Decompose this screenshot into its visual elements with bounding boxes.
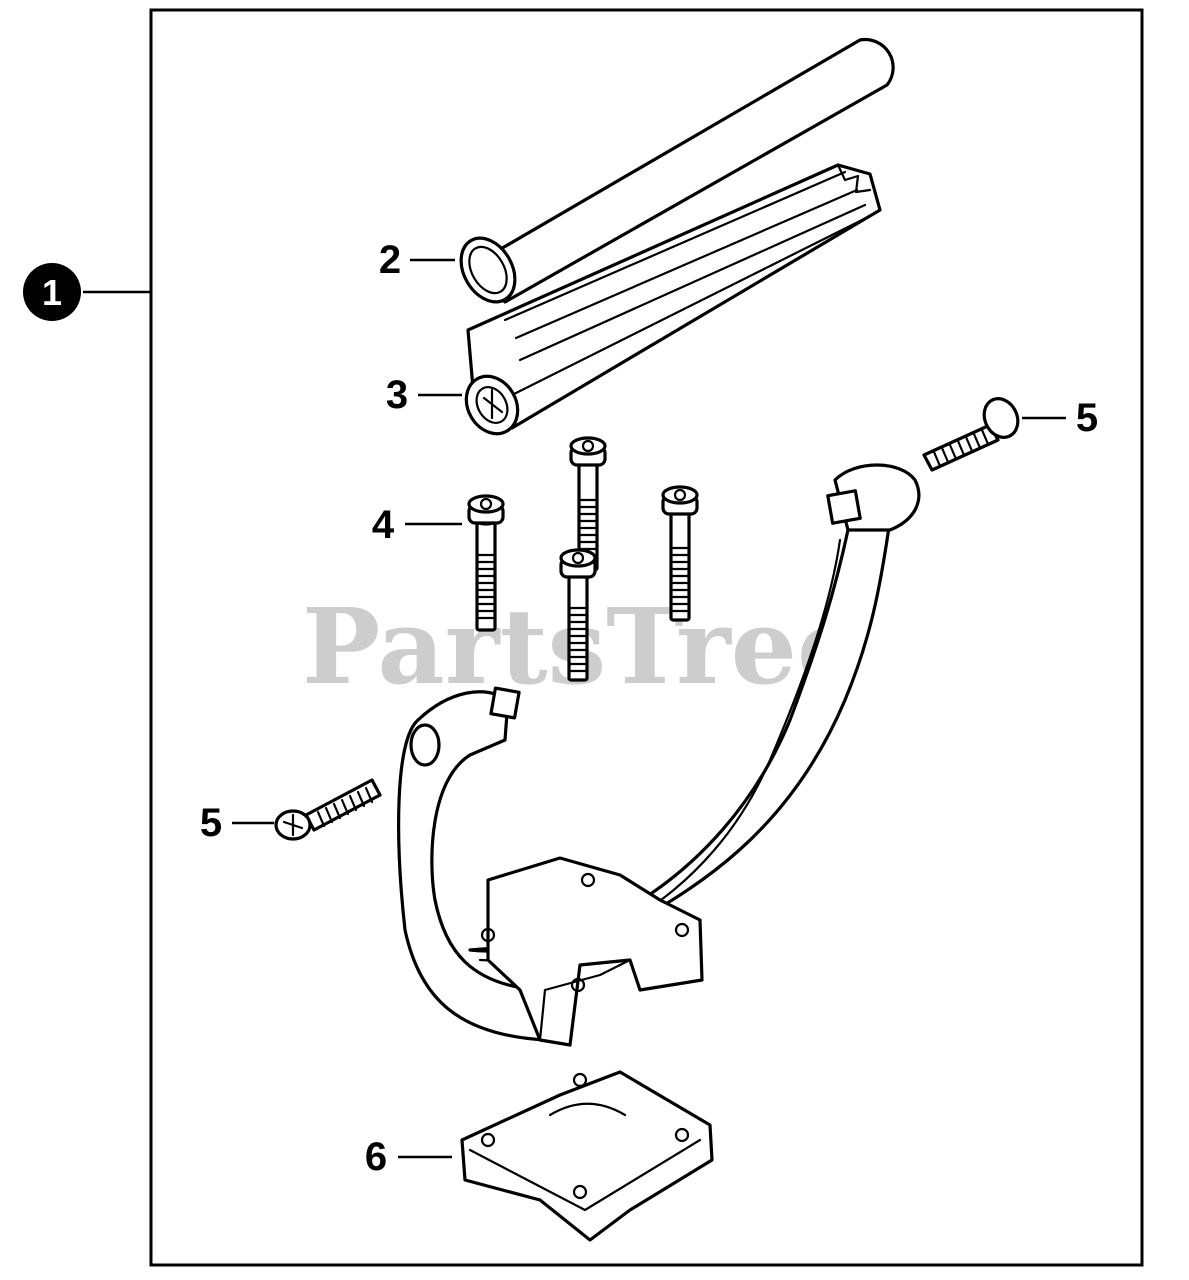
part-handle[interactable]	[397, 463, 921, 1047]
watermark: PartsTree TM	[302, 585, 875, 708]
callout-grip[interactable]: 3	[386, 373, 462, 417]
callout-clamp-label: 6	[365, 1135, 387, 1179]
assembly-callout-badge	[23, 263, 81, 321]
callout-grip-label: 3	[386, 373, 408, 417]
bolt-a	[467, 494, 505, 632]
callout-clamp[interactable]: 6	[365, 1135, 452, 1179]
assembly-frame	[149, 8, 1144, 1267]
bolt-c	[559, 548, 597, 682]
bolt-d	[661, 485, 699, 622]
part-clamp[interactable]	[460, 1070, 714, 1242]
callout-bolts-label: 4	[372, 503, 395, 547]
part-screw-left[interactable]	[274, 778, 382, 841]
callout-bolts[interactable]: 4	[372, 503, 462, 547]
part-tube[interactable]	[450, 37, 895, 312]
callout-screw-right-label: 5	[1076, 396, 1098, 440]
callout-tube[interactable]: 2	[379, 238, 455, 282]
callout-tube-label: 2	[379, 238, 401, 282]
callout-screw-right[interactable]: 5	[1022, 396, 1098, 440]
callout-screw-left[interactable]: 5	[200, 801, 274, 845]
assembly-callout-label: 1	[42, 272, 62, 313]
part-grip[interactable]	[456, 163, 882, 443]
assembly-callout[interactable]: 1	[23, 263, 151, 321]
part-screw-right[interactable]	[922, 393, 1024, 472]
part-bolts[interactable]	[467, 436, 699, 682]
callout-screw-left-label: 5	[200, 801, 222, 845]
